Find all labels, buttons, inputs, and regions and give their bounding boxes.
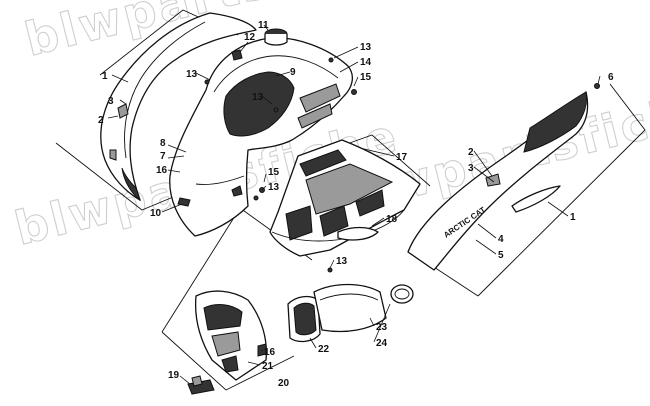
callout-22: 22 bbox=[318, 344, 330, 355]
callout-2-left: 2 bbox=[98, 115, 104, 126]
callout-13-a: 13 bbox=[186, 69, 198, 80]
bracket-right-side-panel bbox=[477, 83, 646, 297]
callout-19: 19 bbox=[168, 370, 180, 381]
callout-13-c: 13 bbox=[360, 42, 372, 53]
callout-3-right: 3 bbox=[468, 163, 474, 174]
callout-20: 20 bbox=[278, 378, 290, 389]
fasteners bbox=[204, 49, 600, 273]
callout-13-d: 13 bbox=[268, 182, 280, 193]
callout-11: 11 bbox=[258, 20, 269, 31]
callout-21: 21 bbox=[262, 361, 274, 372]
callout-12: 12 bbox=[244, 32, 256, 43]
callout-17: 17 bbox=[396, 152, 408, 163]
callout-5: 5 bbox=[498, 250, 504, 261]
callout-4: 4 bbox=[498, 234, 504, 245]
callout-16-b: 16 bbox=[264, 347, 276, 358]
right-side-panel: ARCTIC CAT bbox=[407, 91, 589, 271]
fuel-cap bbox=[264, 28, 288, 46]
air-intake-duct bbox=[287, 283, 414, 343]
bracket-front-bezel-lower bbox=[161, 331, 295, 391]
callout-15-b: 15 bbox=[268, 167, 280, 178]
callout-23: 23 bbox=[376, 322, 388, 333]
front-bezel bbox=[194, 290, 268, 381]
left-side-panel bbox=[100, 12, 257, 202]
callout-3-left: 3 bbox=[108, 96, 114, 107]
callout-24: 24 bbox=[376, 338, 388, 349]
callout-14: 14 bbox=[360, 57, 372, 68]
callout-10: 10 bbox=[150, 208, 162, 219]
callout-8: 8 bbox=[160, 138, 166, 149]
callout-9: 9 bbox=[290, 67, 296, 78]
callout-16-a: 16 bbox=[156, 165, 168, 176]
hood-nose bbox=[169, 37, 354, 237]
callout-1-left: 1 bbox=[102, 71, 108, 82]
callout-7: 7 bbox=[160, 151, 166, 162]
bracket-air-box bbox=[343, 134, 431, 187]
callout-18: 18 bbox=[386, 214, 398, 225]
callout-15-a: 15 bbox=[360, 72, 372, 83]
callouts: 1 3 2 8 7 16 10 13 11 12 9 13 13 14 15 1… bbox=[98, 20, 614, 389]
callout-6: 6 bbox=[608, 72, 614, 83]
callout-2-right: 2 bbox=[468, 147, 474, 158]
callout-13-e: 13 bbox=[336, 256, 348, 267]
callout-1-right: 1 bbox=[570, 212, 576, 223]
callout-13-b: 13 bbox=[252, 92, 264, 103]
air-box bbox=[269, 139, 421, 257]
clip bbox=[187, 375, 215, 395]
leader-lines bbox=[107, 24, 601, 385]
